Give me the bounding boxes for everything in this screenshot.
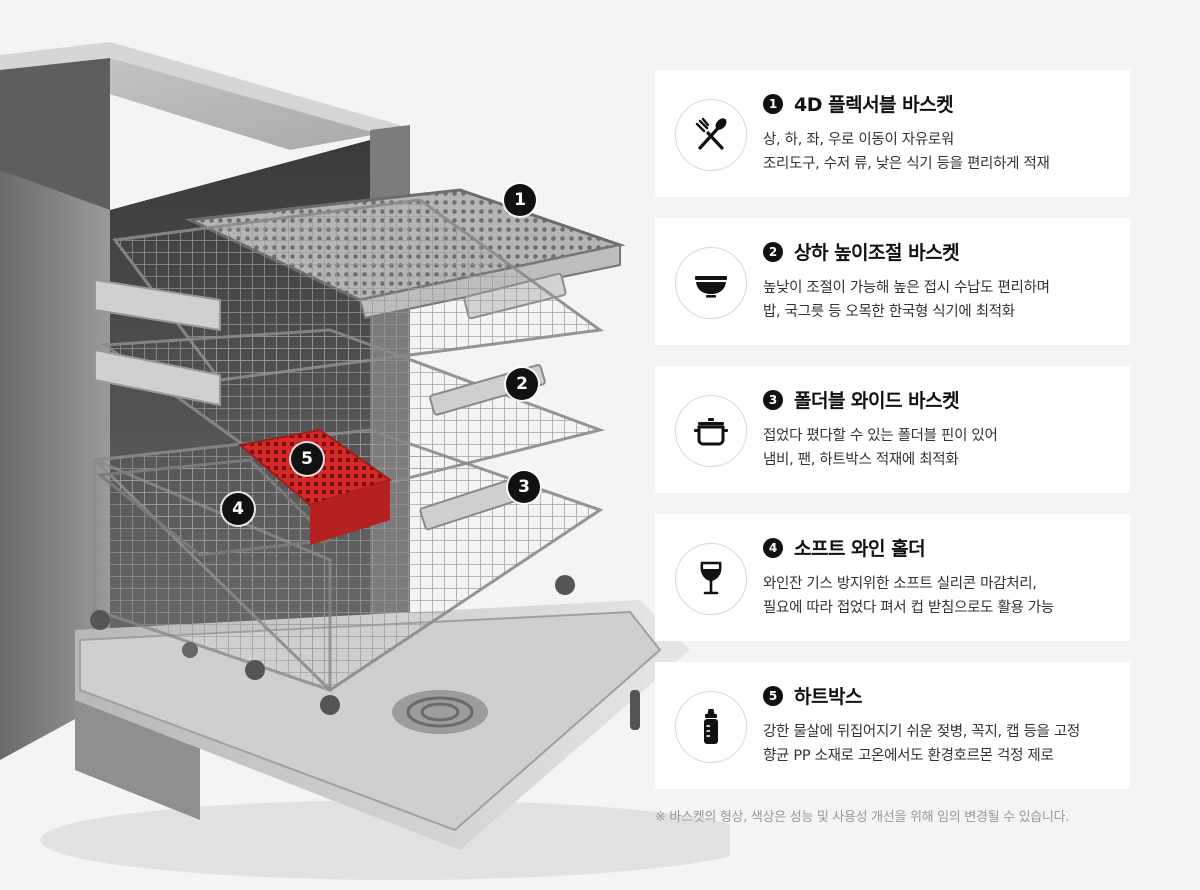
callout-marker: 3	[508, 471, 540, 503]
feature-number: 2	[763, 241, 783, 262]
bowl-icon	[675, 247, 747, 319]
feature-card: 5 하트박스 강한 물살에 뒤집어지기 쉬운 젖병, 꼭지, 캡 등을 고정 향…	[655, 662, 1130, 789]
feature-card: 2 상하 높이조절 바스켓 높낮이 조절이 가능해 높은 접시 수납도 편리하며…	[655, 218, 1130, 345]
callout-marker: 4	[222, 493, 254, 525]
fork-knife-icon	[675, 99, 747, 171]
description-line: 필요에 따라 접었다 펴서 컵 받침으로도 활용 가능	[763, 600, 1054, 616]
callout-marker: 1	[504, 184, 536, 216]
feature-description: 와인잔 기스 방지위한 소프트 실리콘 마감처리, 필요에 따라 접었다 펴서 …	[763, 572, 1123, 620]
feature-title: 4D 플렉서블 바스켓	[794, 94, 954, 116]
feature-title: 폴더블 와이드 바스켓	[794, 390, 960, 412]
description-line: 상, 하, 좌, 우로 이동이 자유로워	[763, 132, 954, 148]
callout-marker: 2	[506, 368, 538, 400]
feature-title: 상하 높이조절 바스켓	[794, 242, 960, 264]
feature-card: 1 4D 플렉서블 바스켓 상, 하, 좌, 우로 이동이 자유로워 조리도구,…	[655, 70, 1130, 197]
description-line: 밥, 국그릇 등 오목한 한국형 식기에 최적화	[763, 304, 1015, 320]
description-line: 강한 물살에 뒤집어지기 쉬운 젖병, 꼭지, 캡 등을 고정	[763, 724, 1080, 740]
feature-description: 상, 하, 좌, 우로 이동이 자유로워 조리도구, 수저 류, 낮은 식기 등…	[763, 128, 1123, 176]
baby-bottle-icon	[675, 691, 747, 763]
feature-title: 하트박스	[794, 686, 862, 708]
description-line: 냄비, 팬, 하트박스 적재에 최적화	[763, 452, 959, 468]
feature-description: 강한 물살에 뒤집어지기 쉬운 젖병, 꼭지, 캡 등을 고정 향균 PP 소재…	[763, 720, 1123, 768]
feature-description: 접었다 폈다할 수 있는 폴더블 핀이 있어 냄비, 팬, 하트박스 적재에 최…	[763, 424, 1123, 472]
callout-marker: 5	[291, 443, 323, 475]
pot-icon	[675, 395, 747, 467]
description-line: 높낮이 조절이 가능해 높은 접시 수납도 편리하며	[763, 280, 1050, 296]
description-line: 조리도구, 수저 류, 낮은 식기 등을 편리하게 적재	[763, 156, 1050, 172]
dishwasher-image	[0, 42, 730, 880]
feature-number: 3	[763, 389, 783, 410]
feature-number: 5	[763, 685, 783, 706]
description-line: 향균 PP 소재로 고온에서도 환경호르몬 걱정 제로	[763, 748, 1054, 764]
feature-description: 높낮이 조절이 가능해 높은 접시 수납도 편리하며 밥, 국그릇 등 오목한 …	[763, 276, 1123, 324]
feature-card: 3 폴더블 와이드 바스켓 접었다 폈다할 수 있는 폴더블 핀이 있어 냄비,…	[655, 366, 1130, 493]
feature-title: 소프트 와인 홀더	[794, 538, 926, 560]
feature-list: 1 4D 플렉서블 바스켓 상, 하, 좌, 우로 이동이 자유로워 조리도구,…	[655, 70, 1130, 810]
feature-card: 4 소프트 와인 홀더 와인잔 기스 방지위한 소프트 실리콘 마감처리, 필요…	[655, 514, 1130, 641]
wine-glass-icon	[675, 543, 747, 615]
description-line: 와인잔 기스 방지위한 소프트 실리콘 마감처리,	[763, 576, 1037, 592]
feature-number: 4	[763, 537, 783, 558]
disclaimer-note: ※ 바스켓의 형상, 색상은 성능 및 사용성 개선을 위해 임의 변경될 수 …	[655, 810, 1070, 825]
description-line: 접었다 폈다할 수 있는 폴더블 핀이 있어	[763, 428, 998, 444]
feature-number: 1	[763, 93, 783, 114]
